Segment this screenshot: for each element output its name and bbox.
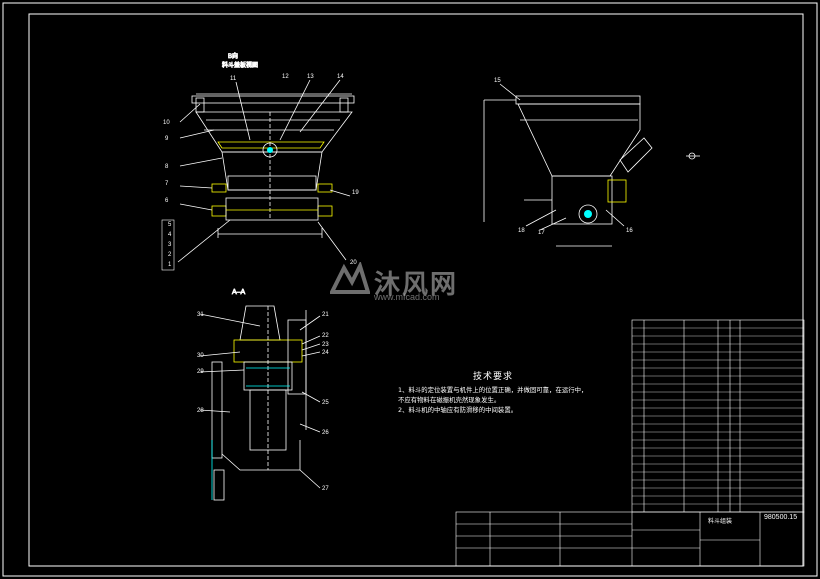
tech-req-title: 技术要求 <box>472 372 513 382</box>
balloon: 5 <box>168 222 172 228</box>
watermark-logo-icon <box>328 260 371 302</box>
front-view-title1: B向 <box>228 52 238 60</box>
balloon: 12 <box>282 74 289 80</box>
balloon: 23 <box>322 342 329 348</box>
balloon: 10 <box>163 120 170 126</box>
watermark: 沐风网 www.mfcad.com <box>328 260 459 302</box>
balloon: 27 <box>322 486 329 492</box>
balloon: 30 <box>197 353 204 359</box>
balloon: 24 <box>322 350 329 356</box>
balloon: 6 <box>165 198 169 204</box>
balloon: 31 <box>197 312 204 318</box>
section-view: A–A <box>199 289 321 501</box>
side-view <box>483 83 700 247</box>
balloon: 16 <box>626 228 633 234</box>
balloon: 2 <box>168 252 172 258</box>
balloon: 7 <box>165 181 169 187</box>
balloon: 19 <box>352 190 359 196</box>
watermark-text: 沐风网 <box>374 269 459 300</box>
balloon: 17 <box>538 230 545 236</box>
watermark-url: www.mfcad.com <box>374 292 440 302</box>
front-view-balloons: 10 9 8 7 6 5 4 3 2 1 11 12 13 14 19 20 <box>161 74 359 271</box>
title-block <box>455 511 805 567</box>
balloon: 14 <box>337 74 344 80</box>
inner-frame <box>28 13 804 567</box>
balloon: 25 <box>322 400 329 406</box>
balloon: 8 <box>165 164 169 170</box>
title-drawing-number: 980500.15 <box>764 514 798 521</box>
section-label: A–A <box>232 289 246 296</box>
tech-req-item: 1、料斗的定位装置与机件上的位置正确，并做固可靠，在运行中， <box>398 386 588 394</box>
front-view-title2: 料斗盖板视图 <box>222 61 258 69</box>
balloon: 13 <box>307 74 314 80</box>
balloon: 9 <box>165 136 169 142</box>
side-view-balloons: 15 16 17 18 <box>494 78 633 236</box>
balloon: 20 <box>350 260 357 266</box>
balloon: 29 <box>197 369 204 375</box>
section-view-balloons: 31 30 29 28 21 22 23 24 25 26 27 <box>197 312 329 492</box>
balloon: 26 <box>322 430 329 436</box>
balloon: 21 <box>322 312 329 318</box>
balloon: 11 <box>230 76 237 82</box>
balloon: 22 <box>322 333 329 339</box>
front-view: B向 料斗盖板视图 <box>177 52 355 263</box>
balloon: 18 <box>518 228 525 234</box>
balloon: 4 <box>168 232 172 238</box>
balloon: 28 <box>197 408 204 414</box>
tech-req-item: 2、料斗机的中轴应有防滑移的中间装置。 <box>398 406 518 414</box>
balloon: 1 <box>168 262 172 268</box>
balloon: 3 <box>168 242 172 248</box>
parts-list-rows <box>632 327 804 505</box>
tech-req-item: 不应有物料在磁振机壳然现象发生。 <box>398 396 501 404</box>
balloon: 15 <box>494 78 501 84</box>
technical-requirements: 技术要求 1、料斗的定位装置与机件上的位置正确，并做固可靠，在运行中， 不应有物… <box>398 372 628 415</box>
title-part-name: 料斗组装 <box>708 519 733 525</box>
